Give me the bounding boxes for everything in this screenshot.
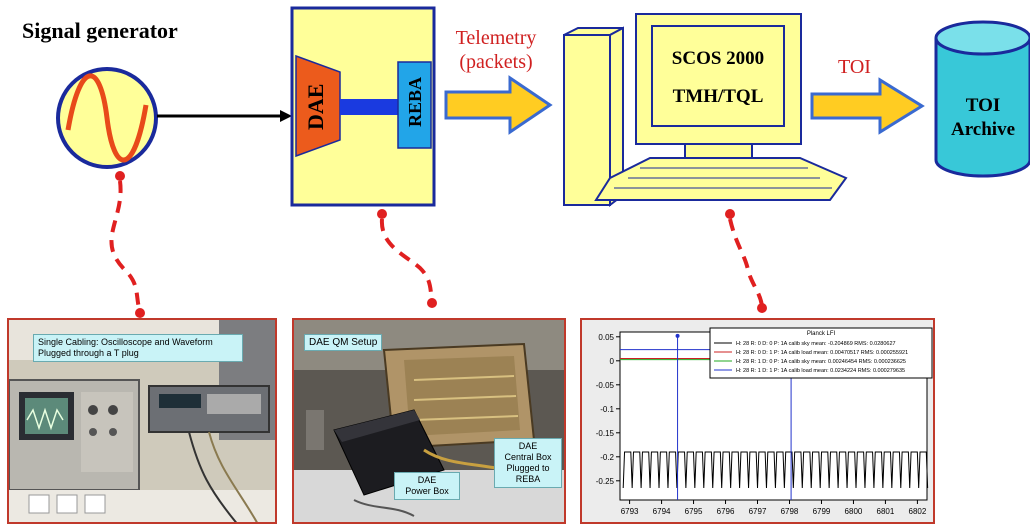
reba-block [397,61,432,149]
connector-dot [725,209,735,219]
caption-line2: Plugged through a T plug [38,348,139,358]
x-tick-label: 6793 [621,507,639,516]
connector-dot [115,171,125,181]
reba-label: REBA [405,76,425,127]
toi-archive-cylinder [934,38,1030,178]
y-tick-label: -0.15 [596,429,615,438]
connector-dashed-line [109,180,142,313]
y-tick-label: 0 [610,357,615,366]
x-tick-label: 6797 [749,507,767,516]
photo-dae-qm-setup: DAE QM Setup DAE Power Box DAE Central B… [292,318,566,524]
caption-line1: Single Cabling: Oscilloscope and Wavefor… [38,337,213,347]
toi-arrow-icon [810,77,925,135]
y-tick-label: -0.25 [596,477,615,486]
x-tick-label: 6796 [717,507,735,516]
x-tick-label: 6798 [781,507,799,516]
cable-arrowhead-icon [280,110,292,122]
tmh-tql-label: TMH/TQL [672,86,764,107]
central-line1: DAE [518,441,538,451]
connector-dashed-line [379,218,434,302]
central-line4: REBA [515,474,541,484]
marker-point [675,333,680,338]
y-tick-label: -0.2 [600,453,614,462]
x-tick-label: 6800 [845,507,863,516]
central-line3: Plugged to [506,463,550,473]
toi-archive-label: TOI Archive [936,94,1030,142]
connector-dot [757,303,767,313]
photo-oscilloscope-setup: Single Cabling: Oscilloscope and Wavefor… [7,318,277,524]
computer-keyboard [594,157,848,201]
y-tick-label: -0.1 [600,405,614,414]
telemetry-line2: (packets) [459,51,533,73]
dae-setup-caption: DAE QM Setup [304,334,383,351]
signal-generator-title: Signal generator [22,18,178,43]
legend-entry: H: 28 R: 0 D: 0 P: 1A calib sky mean: -0… [736,341,896,347]
plot-title: Planck LFI [807,331,836,337]
scos-label: SCOS 2000 [671,48,765,69]
oscilloscope-caption: Single Cabling: Oscilloscope and Wavefor… [33,334,243,362]
dae-photo-image [294,320,564,522]
toi-arrow-label: TOI [838,56,871,78]
y-tick-label: 0.05 [598,333,614,342]
x-tick-label: 6801 [877,507,895,516]
sine-wave-icon [65,73,149,163]
computer-tower [563,34,611,206]
x-tick-label: 6799 [813,507,831,516]
archive-top [934,20,1030,56]
power-box-line1: DAE [417,475,437,485]
central-line2: Central Box [504,452,552,462]
dae-reba-link [340,99,398,115]
telemetry-label: Telemetry (packets) [448,26,544,74]
oscilloscope-photo-image [9,320,275,522]
telemetry-arrow-icon [444,75,553,135]
legend-box [709,327,933,379]
archive-line2: Archive [950,119,1016,140]
dae-block [295,54,341,158]
connector-dashed-line [728,218,764,307]
x-tick-label: 6802 [909,507,927,516]
archive-line1: TOI [965,95,1001,116]
x-tick-label: 6795 [685,507,703,516]
monitor-screen [651,25,785,127]
computer-screen-text: SCOS 2000 TMH/TQL [652,40,784,116]
power-box-line2: Power Box [405,486,449,496]
photo-toi-plot: 0.05 0 -0.05 -0.1 -0.15 -0.2 -0.25 6793 6794 6795… [580,318,935,524]
dae-power-box-label: DAE Power Box [394,472,460,500]
monitor-stand [684,143,753,159]
legend-entry: H: 28 R: 0 D: 1 P: 1A calib load mean: 0… [736,350,908,356]
dae-central-box-label: DAE Central Box Plugged to REBA [494,438,562,488]
connector-dot [377,209,387,219]
legend-entry: H: 28 R: 1 D: 0 P: 1A calib sky mean: 0.… [736,359,906,365]
y-tick-label: -0.05 [596,381,615,390]
dae-label: DAE [303,83,328,130]
x-tick-label: 6794 [653,507,671,516]
connector-dot [135,308,145,318]
legend-entry: H: 28 R: 1 D: 1 P: 1A calib load mean: 0… [736,368,905,374]
connector-dot [427,298,437,308]
telemetry-line1: Telemetry [455,27,537,49]
toi-plot-chart: 0.05 0 -0.05 -0.1 -0.15 -0.2 -0.25 6793 6794 6795… [582,320,933,522]
series-line [622,451,929,489]
